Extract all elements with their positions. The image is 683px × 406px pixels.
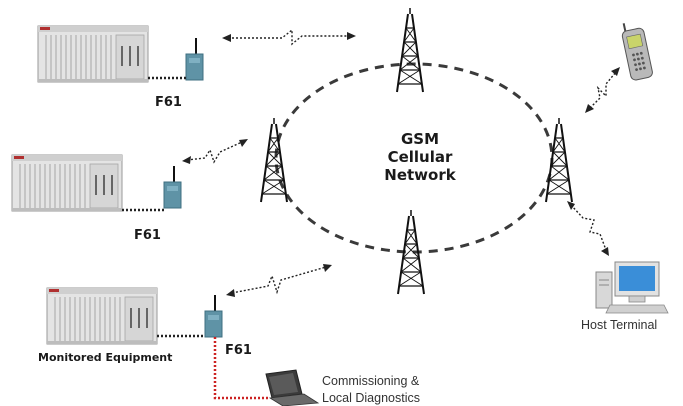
equipment-rack-icon (11, 154, 123, 212)
laptop-icon (265, 369, 320, 406)
modem-label: F61 (225, 343, 252, 358)
host-computer-icon (595, 261, 669, 314)
host-terminal-label: Host Terminal (581, 318, 658, 332)
local-diagnostics-label: Local Diagnostics (322, 391, 420, 405)
modem-label: F61 (155, 95, 182, 110)
tower-icon (545, 117, 573, 203)
mobile-phone-icon (621, 23, 653, 81)
network-label: GSM Cellular Network (365, 130, 475, 184)
gsm-modem-icon (185, 37, 204, 81)
commissioning-label: Commissioning & (322, 374, 420, 388)
monitored-equipment-label: Monitored Equipment (38, 351, 173, 364)
modem-label: F61 (134, 228, 161, 243)
network-label-line1: GSM (400, 130, 440, 148)
local-diagnostics-link (213, 337, 270, 400)
network-label-line2: Cellular (387, 148, 453, 166)
wireless-links (186, 28, 617, 295)
tower-icon (396, 7, 424, 93)
equipment-rack-icon (37, 25, 149, 83)
gsm-modem-icon (163, 165, 182, 209)
network-label-line3: Network (384, 166, 456, 184)
link-arrowheads (182, 32, 620, 297)
serial-links (122, 76, 205, 338)
gsm-modem-icon (204, 294, 223, 338)
tower-icon (260, 117, 288, 203)
equipment-rack-icon (46, 287, 158, 345)
